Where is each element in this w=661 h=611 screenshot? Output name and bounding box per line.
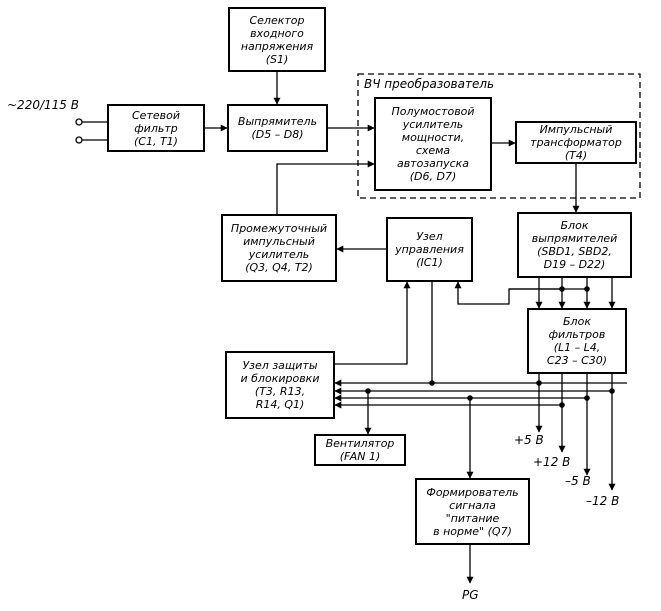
control-unit-block: Узел управления (IC1) (386, 217, 473, 282)
pg-former-label: Формирователь сигнала "питание в норме" … (426, 485, 519, 538)
intermediate-pulse-amplifier-block: Промежуточный импульсный усилитель (Q3, … (221, 214, 337, 282)
fan-block: Вентилятор (FAN 1) (314, 434, 406, 466)
mains-filter-block: Сетевой фильтр (C1, T1) (107, 104, 205, 152)
filterblock-label: Блок фильтров (L1 – L4, C23 – C30) (546, 315, 608, 367)
output-plus12-label: +12 В (533, 455, 571, 469)
junction-dot (584, 286, 590, 292)
intermediate-label: Промежуточный импульсный усилитель (Q3, … (230, 222, 328, 274)
pg-output-label: PG (462, 588, 479, 602)
protection-label: Узел защиты и блокировки (T3, R13, R14, … (240, 359, 320, 411)
output-minus5-label: –5 В (565, 474, 591, 488)
junction-dot (365, 388, 371, 394)
half-bridge-amplifier-block: Полумостовой усилитель мощности, схема а… (374, 97, 492, 191)
fan-label: Вентилятор (FAN 1) (325, 437, 395, 463)
pulse-transformer-block: Импульсный трансформатор (T4) (515, 121, 637, 164)
junction-dot (559, 286, 565, 292)
junction-dot (467, 395, 473, 401)
input-voltage-selector-block: Селектор входного напряжения (S1) (228, 7, 326, 72)
selector-label: Селектор входного напряжения (S1) (240, 13, 314, 66)
rf-converter-title: ВЧ преобразователь (364, 77, 495, 91)
rectifier-block: Выпрямитель (D5 – D8) (227, 104, 328, 152)
mains-voltage-label: ~220/115 В (7, 98, 79, 112)
wire-protection-control (335, 281, 411, 365)
rf-converter-frame (357, 73, 641, 199)
mains-terminal-2 (75, 136, 83, 144)
output-minus12-label: –12 В (586, 494, 620, 508)
output-plus5-label: +5 В (514, 433, 544, 447)
junction-dot (559, 402, 565, 408)
transformer-label: Импульсный трансформатор (T4) (530, 123, 622, 162)
junction-dot (536, 380, 542, 386)
rectifier-label: Выпрямитель (D5 – D8) (237, 115, 318, 141)
power-good-former-block: Формирователь сигнала "питание в норме" … (415, 478, 530, 545)
wire-intermediate-halfbridge (276, 160, 375, 214)
junction-dot (584, 395, 590, 401)
rectblock-label: Блок выпрямителей (SBD1, SBD2, D19 – D22… (531, 219, 618, 271)
filter-label: Сетевой фильтр (C1, T1) (132, 108, 180, 148)
halfbridge-label: Полумостовой усилитель мощности, схема а… (391, 105, 475, 183)
control-label: Узел управления (IC1) (395, 230, 464, 269)
protection-lock-block: Узел защиты и блокировки (T3, R13, R14, … (225, 351, 335, 419)
junction-dot (429, 380, 435, 386)
junction-dot (609, 388, 615, 394)
wire-feedback-upper (454, 281, 562, 305)
filter-unit-block: Блок фильтров (L1 – L4, C23 – C30) (527, 308, 627, 374)
mains-terminal-1 (75, 118, 83, 126)
rectifier-unit-block: Блок выпрямителей (SBD1, SBD2, D19 – D22… (517, 212, 632, 278)
